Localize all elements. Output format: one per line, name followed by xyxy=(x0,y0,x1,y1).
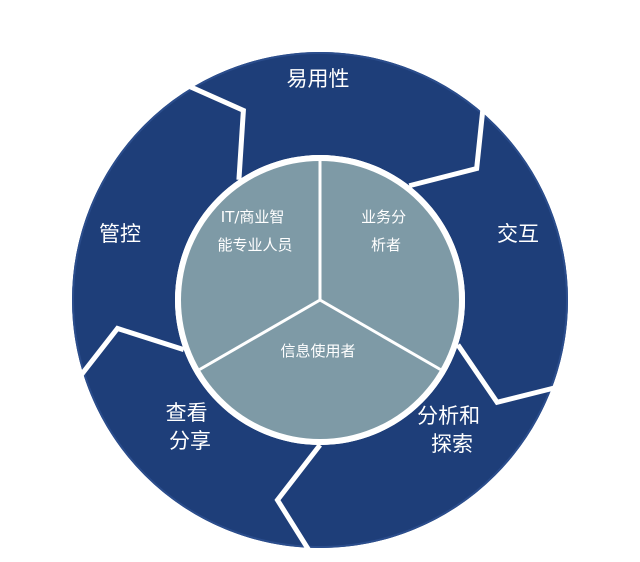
inner-divider-3 xyxy=(198,298,321,371)
ring-separator-2 xyxy=(408,105,486,189)
outer-label-governance: 管控 xyxy=(99,222,141,246)
inner-divider-2 xyxy=(319,298,442,371)
outer-label-ease-of-use: 易用性 xyxy=(287,67,350,91)
ring-separator-1 xyxy=(184,82,246,180)
inner-label-business-analysts: 业务分 析者 xyxy=(361,208,411,254)
outer-ring-edge xyxy=(72,52,568,548)
inner-label-information-consumers: 信息使用者 xyxy=(280,342,355,360)
ring-separator-3 xyxy=(455,343,560,406)
outer-label-analysis-exploration: 分析和 探索 xyxy=(417,404,487,456)
outer-label-interaction: 交互 xyxy=(497,222,539,246)
inner-label-it-bi-professionals: IT/商业智 能专业人员 xyxy=(217,208,292,254)
ring-separator-5 xyxy=(76,325,185,381)
outer-label-view-share: 查看 分享 xyxy=(166,401,215,453)
ring-separator-4 xyxy=(274,443,322,556)
inner-circle xyxy=(175,155,465,445)
outer-ring-separators xyxy=(76,82,560,556)
